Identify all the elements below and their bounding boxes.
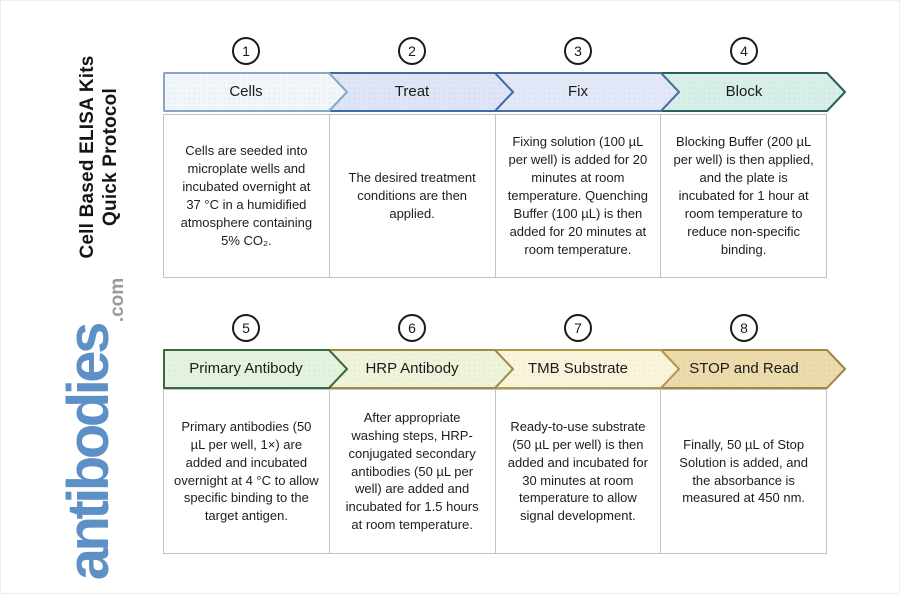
description-text-tmb-substrate: Ready-to-use substrate (50 µL per well) …: [507, 418, 648, 524]
description-box-treat: The desired treatment conditions are the…: [329, 114, 496, 278]
description-box-tmb-substrate: Ready-to-use substrate (50 µL per well) …: [495, 389, 662, 554]
step-number-6: 6: [408, 320, 416, 336]
description-text-stop-and-read: Finally, 50 µL of Stop Solution is added…: [679, 436, 808, 506]
step-number-3: 3: [574, 43, 582, 59]
description-box-hrp-antibody: After appropriate washing steps, HRP-con…: [329, 389, 496, 554]
arrow-texture: [661, 350, 845, 388]
step-number-7: 7: [574, 320, 582, 336]
description-box-stop-and-read: Finally, 50 µL of Stop Solution is added…: [661, 389, 827, 554]
step-number-5: 5: [242, 320, 250, 336]
arrow-label-cells: Cells: [229, 83, 263, 100]
arrow-band-row2: [163, 349, 846, 389]
brand-logo-suffix: .com: [107, 277, 128, 323]
step-number-circle-3: 3: [564, 37, 592, 65]
description-row-1: Cells are seeded into microplate wells a…: [163, 114, 827, 278]
arrow-texture: [164, 350, 347, 388]
step-number-circle-2: 2: [398, 37, 426, 65]
step-number-circle-4: 4: [730, 37, 758, 65]
arrow-label-primary-antibody: Primary Antibody: [189, 360, 303, 377]
sidebar-title-line1: Cell Based ELISA Kits: [77, 55, 98, 259]
step-number-1: 1: [242, 43, 250, 59]
description-box-cells: Cells are seeded into microplate wells a…: [163, 114, 330, 278]
step-number-2: 2: [408, 43, 416, 59]
step-number-4: 4: [740, 43, 748, 59]
arrow-texture: [329, 73, 513, 111]
description-text-primary-antibody: Primary antibodies (50 µL per well, 1×) …: [174, 418, 319, 524]
description-box-block: Blocking Buffer (200 µL per well) is the…: [661, 114, 827, 278]
arrow-texture: [329, 350, 513, 388]
sidebar-title-line2: Quick Protocol: [100, 88, 121, 226]
description-text-cells: Cells are seeded into microplate wells a…: [180, 143, 313, 248]
description-text-block: Blocking Buffer (200 µL per well) is the…: [673, 134, 814, 257]
arrow-band-row1: [163, 72, 846, 112]
arrow-label-stop-and-read: STOP and Read: [689, 360, 799, 377]
arrow-texture: [495, 73, 679, 111]
description-text-hrp-antibody: After appropriate washing steps, HRP-con…: [345, 409, 479, 533]
step-number-circle-6: 6: [398, 314, 426, 342]
arrow-label-fix: Fix: [568, 83, 588, 100]
sidebar-title: Cell Based ELISA Kits Quick Protocol: [76, 37, 122, 277]
description-box-primary-antibody: Primary antibodies (50 µL per well, 1×) …: [163, 389, 330, 554]
arrow-label-treat: Treat: [394, 83, 430, 100]
step-number-circle-7: 7: [564, 314, 592, 342]
step-number-circle-8: 8: [730, 314, 758, 342]
arrow-label-tmb-substrate: TMB Substrate: [527, 360, 629, 377]
description-text-treat: The desired treatment conditions are the…: [348, 170, 476, 221]
arrow-label-hrp-antibody: HRP Antibody: [365, 360, 459, 377]
step-number-8: 8: [740, 320, 748, 336]
brand-logo-text: antibodies: [56, 325, 121, 581]
description-box-fix: Fixing solution (100 µL per well) is add…: [495, 114, 662, 278]
description-row-2: Primary antibodies (50 µL per well, 1×) …: [163, 389, 827, 554]
step-number-circle-5: 5: [232, 314, 260, 342]
brand-logo: antibodies.com: [55, 277, 141, 581]
arrow-texture: [164, 73, 347, 111]
arrow-texture: [495, 350, 679, 388]
description-text-fix: Fixing solution (100 µL per well) is add…: [507, 134, 648, 257]
step-number-circle-1: 1: [232, 37, 260, 65]
arrow-texture: [661, 73, 845, 111]
arrow-label-block: Block: [725, 83, 763, 100]
